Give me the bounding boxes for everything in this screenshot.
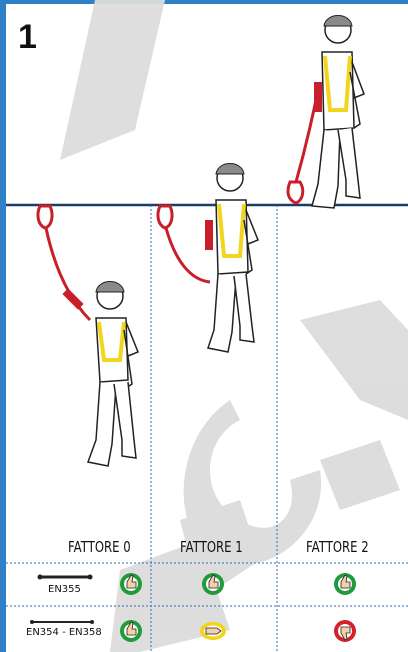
column-header-fattore-1: FATTORE 1 — [180, 538, 243, 556]
lanyard-icon-en355 — [38, 575, 93, 580]
thumb-up-icon — [202, 573, 224, 595]
climber-figure-fattore-0 — [38, 206, 138, 466]
climber-figure-fattore-2 — [288, 16, 364, 209]
thumb-up-icon — [120, 620, 142, 642]
panel-number: 1 — [18, 18, 37, 57]
thumb-up-icon — [120, 573, 142, 595]
column-header-fattore-0: FATTORE 0 — [68, 538, 131, 556]
climber-figure-fattore-1 — [158, 164, 258, 353]
column-header-fattore-2: FATTORE 2 — [306, 538, 369, 556]
thumb-sideways-icon — [200, 622, 226, 640]
thumb-up-icon — [334, 573, 356, 595]
standard-label-en354-en358: EN354 - EN358 — [26, 627, 102, 638]
standard-label-en355: EN355 — [48, 584, 81, 595]
lanyard-icon-en354 — [30, 620, 94, 624]
thumb-down-icon — [334, 620, 356, 642]
